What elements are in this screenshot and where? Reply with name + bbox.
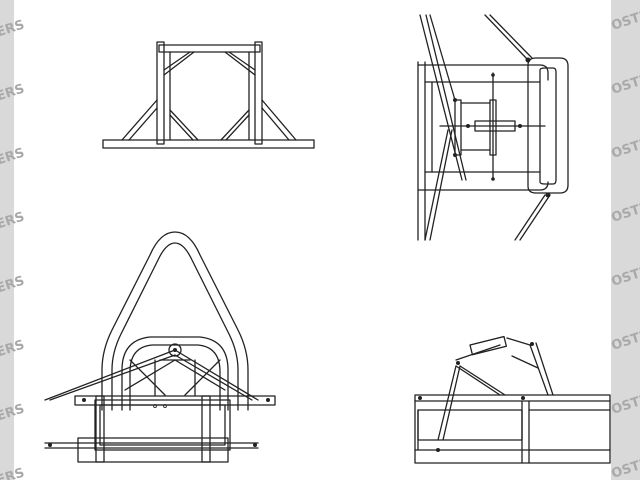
frame-plan-view: [417, 14, 569, 241]
rollhoop-front-view: [44, 231, 276, 463]
frame-side-view: [414, 335, 611, 464]
frame-front-view: [102, 41, 315, 149]
